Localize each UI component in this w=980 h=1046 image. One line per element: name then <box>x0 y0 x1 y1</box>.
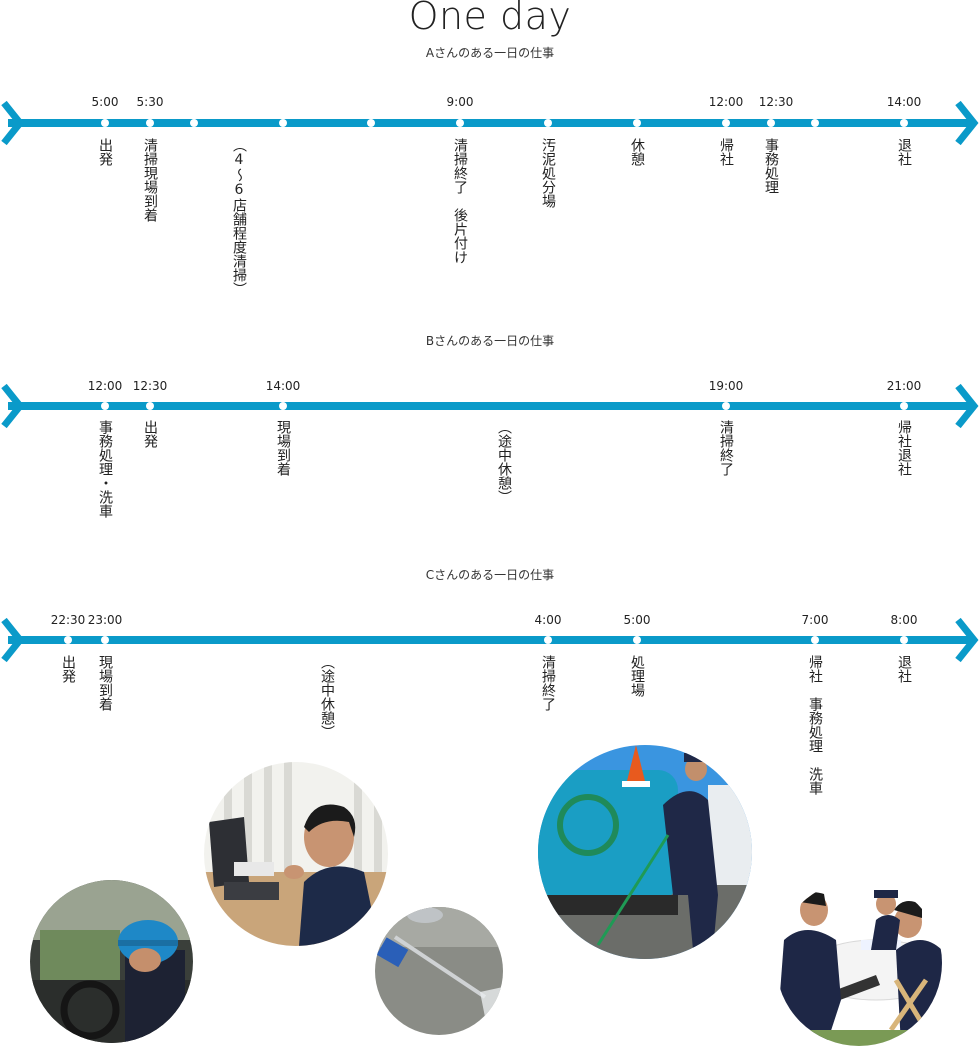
event-label: （4～6店舗程度清掃） <box>231 138 247 296</box>
time-label: 12:00 <box>708 95 744 109</box>
meeting-photo <box>776 880 942 1046</box>
timeline-a-arrow <box>1 100 979 146</box>
time-label: 22:30 <box>50 613 86 627</box>
event-label: 出発 <box>142 420 158 448</box>
event-label: 帰社 事務処理 洗車 <box>807 655 823 795</box>
timeline-c-subtitle: Cさんのある一日の仕事 <box>425 568 555 582</box>
time-label: 7:00 <box>801 613 829 627</box>
time-label: 5:00 <box>91 95 119 109</box>
event-label: 現場到着 <box>97 655 113 711</box>
event-label: 出発 <box>97 138 113 166</box>
time-label: 5:30 <box>136 95 164 109</box>
event-label: 事務処理・洗車 <box>97 420 113 518</box>
time-label: 12:30 <box>758 95 794 109</box>
time-label: 12:30 <box>132 379 168 393</box>
time-label: 21:00 <box>886 379 922 393</box>
event-label: 清掃終了 後片付け <box>452 138 468 264</box>
event-label: 出発 <box>60 655 76 683</box>
event-label: 退社 <box>896 138 912 166</box>
event-label: 事務処理 <box>763 138 779 194</box>
time-label: 23:00 <box>87 613 123 627</box>
event-label: 処理場 <box>629 655 645 697</box>
event-label: 清掃終了 <box>718 420 734 476</box>
timeline-a <box>0 93 980 153</box>
timeline-c-arrow <box>1 617 979 663</box>
timeline-c <box>0 610 980 670</box>
driver-photo <box>30 880 193 1043</box>
timeline-b-subtitle: Bさんのある一日の仕事 <box>425 334 555 348</box>
time-label: 5:00 <box>623 613 651 627</box>
timeline-b-arrow <box>1 383 979 429</box>
event-label: 清掃終了 <box>540 655 556 711</box>
time-label: 19:00 <box>708 379 744 393</box>
timeline-b <box>0 376 980 436</box>
event-label: 清掃現場到着 <box>142 138 158 222</box>
event-label: 帰社退社 <box>896 420 912 476</box>
time-label: 14:00 <box>886 95 922 109</box>
time-label: 4:00 <box>534 613 562 627</box>
event-label: （途中休憩） <box>319 655 335 739</box>
page-title: One day <box>408 0 572 38</box>
event-label: 帰社 <box>718 138 734 166</box>
time-label: 8:00 <box>890 613 918 627</box>
time-label: 9:00 <box>446 95 474 109</box>
event-label: 現場到着 <box>275 420 291 476</box>
event-label: 汚泥処分場 <box>540 138 556 208</box>
pressure-washer-photo <box>375 907 503 1035</box>
event-label: 休憩 <box>629 138 645 166</box>
timeline-a-subtitle: Aさんのある一日の仕事 <box>425 46 555 60</box>
event-label: （途中休憩） <box>496 420 512 504</box>
time-label: 12:00 <box>87 379 123 393</box>
time-label: 14:00 <box>265 379 301 393</box>
vacuum-truck-worker-photo <box>538 745 752 959</box>
office-worker-photo <box>204 762 388 946</box>
event-label: 退社 <box>896 655 912 683</box>
